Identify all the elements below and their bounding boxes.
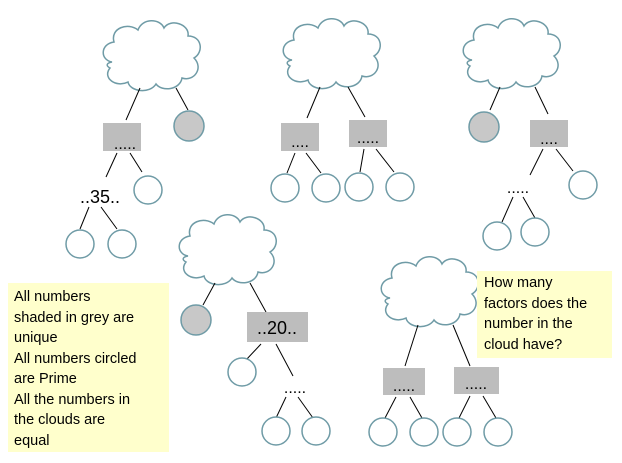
branch	[297, 396, 314, 419]
box-label: .....	[393, 378, 415, 395]
branch	[534, 86, 549, 115]
rules-line: are Prime	[14, 371, 77, 387]
answer-box	[383, 368, 425, 395]
branch	[404, 324, 419, 367]
box-label: .....	[465, 376, 487, 393]
branch	[384, 396, 397, 419]
box-label: ....	[540, 131, 558, 148]
prime-circle	[442, 417, 472, 447]
prime-circle	[270, 173, 300, 203]
prime-circle	[483, 417, 513, 447]
grey-circle	[173, 110, 205, 142]
cloud	[102, 19, 201, 92]
branch	[489, 86, 501, 111]
rules-line: equal	[14, 432, 50, 449]
branch	[452, 324, 471, 367]
answer-box	[281, 123, 319, 151]
branch	[305, 152, 322, 174]
prime-circle	[409, 417, 439, 447]
prime-circle	[301, 416, 331, 446]
prime-circle	[133, 175, 163, 205]
dots-label: .....	[284, 380, 306, 397]
branch	[347, 86, 366, 118]
prime-circle	[568, 170, 598, 200]
branch	[555, 148, 574, 172]
branch	[529, 148, 544, 176]
prime-circle	[261, 416, 291, 446]
question-line: factors does the	[484, 295, 588, 312]
answer-box	[349, 120, 387, 147]
number-label: ..35..	[80, 187, 120, 207]
factor-tree-1: ..... ..35..	[65, 19, 205, 259]
rules-line: unique	[14, 330, 58, 346]
prime-circle	[482, 221, 512, 251]
factor-tree-5: ..... .....	[368, 255, 513, 447]
rules-line: All numbers	[14, 289, 91, 305]
branch	[306, 86, 321, 119]
branch	[100, 206, 118, 230]
rules-line: All numbers circled	[14, 350, 137, 367]
question-note: How many factors does the number in the …	[477, 271, 612, 358]
prime-circle	[227, 357, 257, 387]
prime-circle	[311, 173, 341, 203]
answer-box	[247, 312, 308, 342]
branch	[501, 196, 514, 223]
cloud	[178, 213, 277, 286]
rules-line: shaded in grey are	[14, 309, 135, 326]
prime-circle	[107, 229, 137, 259]
branch	[275, 343, 294, 377]
factor-tree-4: ..20.. .....	[178, 213, 331, 446]
branch	[245, 343, 262, 361]
branch	[286, 152, 296, 174]
factor-tree-3: .... .....	[462, 17, 598, 251]
dots-label: .....	[507, 180, 529, 197]
rules-line: the clouds are	[14, 412, 106, 428]
grey-circle	[180, 304, 212, 336]
answer-box	[530, 120, 568, 147]
answer-box	[103, 123, 141, 151]
branch	[249, 282, 267, 313]
box-label: ....	[291, 134, 309, 151]
prime-circle	[344, 172, 374, 202]
branch	[175, 87, 189, 111]
branch	[482, 395, 497, 419]
box-label: .....	[357, 130, 379, 147]
cloud	[380, 255, 479, 328]
question-line: cloud have?	[484, 336, 563, 353]
branch	[359, 148, 365, 173]
branch	[458, 395, 471, 419]
grey-circle	[468, 111, 500, 143]
cloud	[282, 17, 381, 90]
branch	[202, 282, 216, 306]
branch	[129, 152, 143, 173]
prime-circle	[368, 417, 398, 447]
rules-note: All numbers shaded in grey are unique Al…	[8, 283, 169, 452]
branch	[125, 87, 141, 121]
box-label: .....	[114, 136, 136, 153]
prime-circle	[65, 229, 95, 259]
cloud	[462, 17, 561, 90]
branch	[409, 396, 423, 419]
rules-line: All the numbers in	[14, 391, 131, 408]
prime-circle	[520, 217, 550, 247]
branch	[275, 396, 287, 419]
branch	[522, 196, 536, 219]
factor-tree-2: .... .....	[270, 17, 415, 203]
question-line: number in the	[484, 316, 573, 332]
prime-circle	[385, 172, 415, 202]
branch	[79, 206, 90, 230]
question-line: How many	[484, 275, 553, 291]
answer-box	[454, 367, 499, 394]
branch	[375, 148, 395, 173]
number-label: ..20..	[257, 318, 297, 338]
branch	[105, 152, 118, 178]
